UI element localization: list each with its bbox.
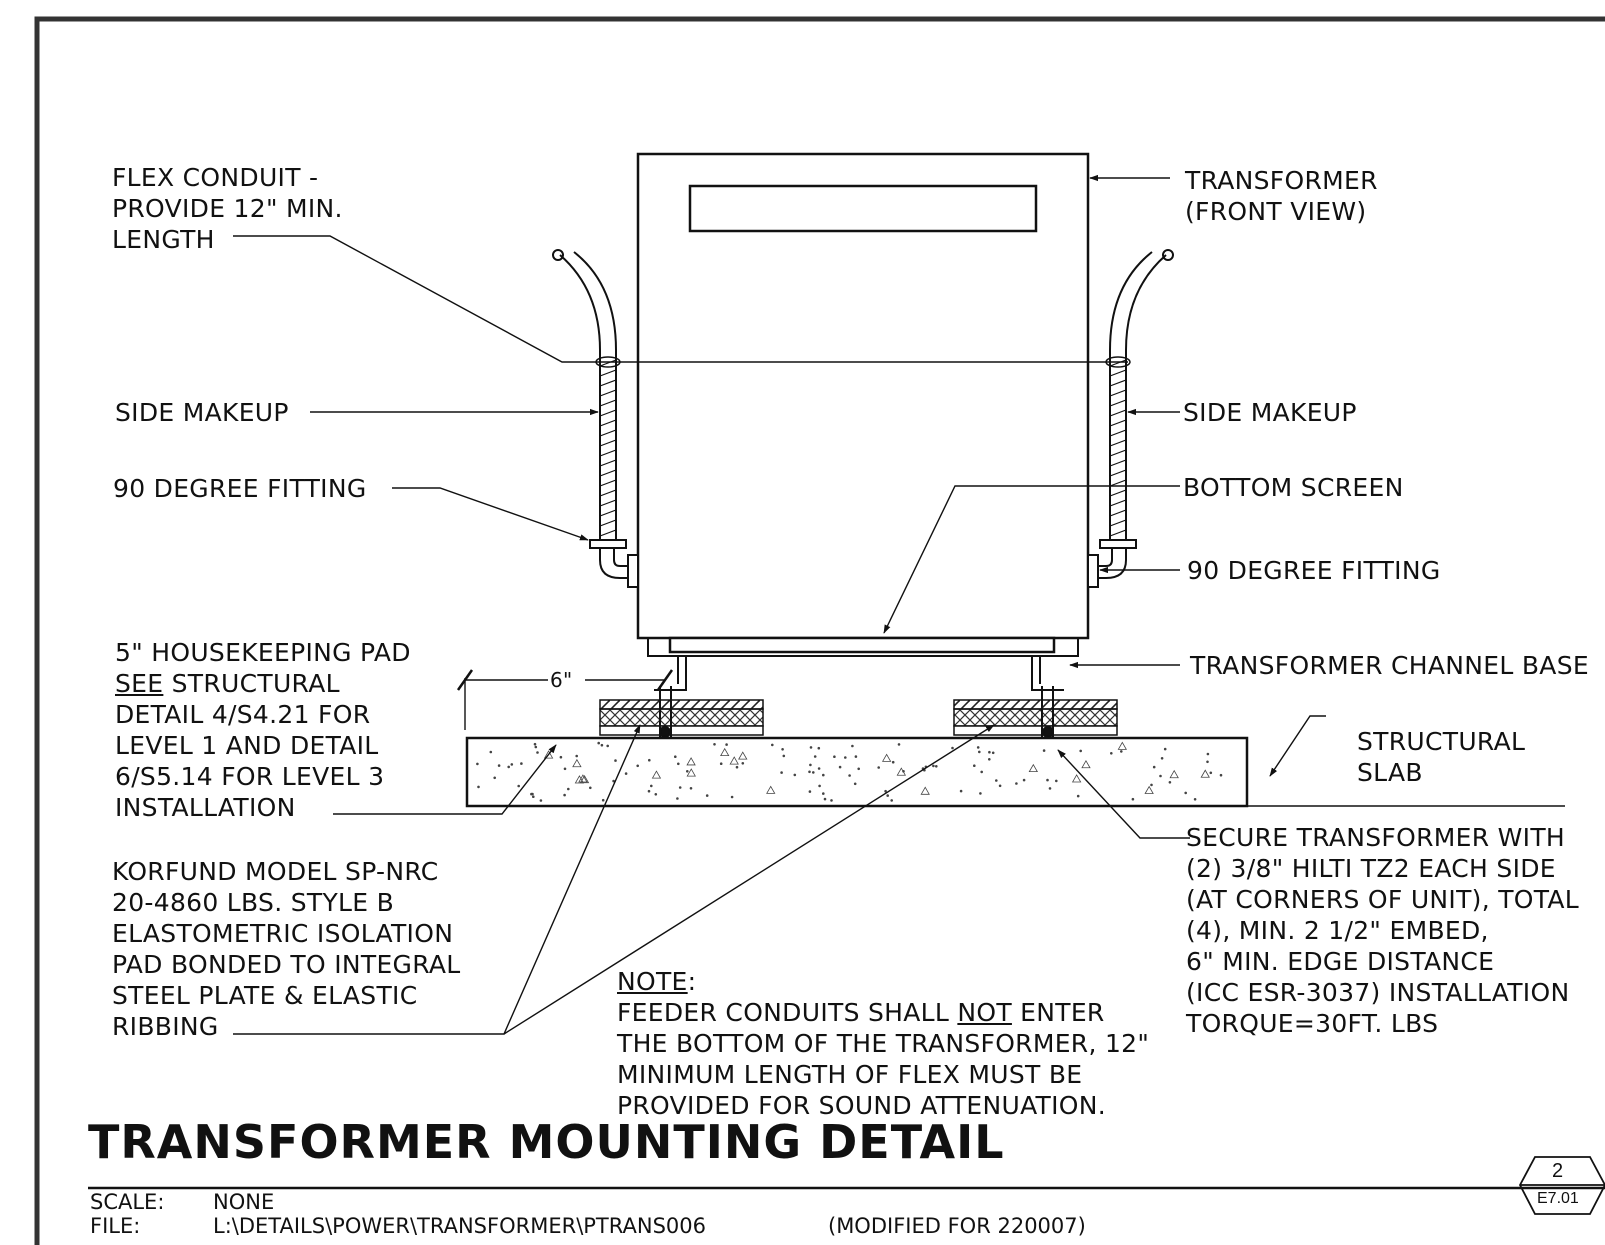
concrete-slab: [465, 736, 1565, 808]
bottom-screen-label: BOTTOM SCREEN: [1183, 473, 1404, 502]
transformer-body: [636, 152, 1090, 657]
dimension-6in: [456, 669, 674, 730]
side-makeup-right-label: SIDE MAKEUP: [1183, 398, 1357, 427]
side-makeup-left-label: SIDE MAKEUP: [115, 398, 289, 427]
channel-base-label: TRANSFORMER CHANNEL BASE: [1190, 651, 1589, 680]
scale-value: NONE: [213, 1190, 275, 1214]
secure-transformer-label: SECURE TRANSFORMER WITH (2) 3/8" HILTI T…: [1186, 823, 1580, 1038]
scale-label: SCALE:: [90, 1190, 165, 1214]
note-block: NOTE: FEEDER CONDUITS SHALL NOT ENTER TH…: [617, 967, 1150, 1120]
dimension-label: 6": [550, 668, 573, 692]
sheet-reference-symbol: [1518, 1156, 1605, 1215]
channel-base: [654, 656, 1064, 691]
fitting-right-label: 90 DEGREE FITTING: [1187, 556, 1441, 585]
nameplate: [688, 184, 1038, 233]
detail-number: 2: [1552, 1160, 1564, 1182]
fitting-left-label: 90 DEGREE FITTING: [113, 474, 367, 503]
file-value: L:\DETAILS\POWER\TRANSFORMER\PTRANS006: [213, 1214, 706, 1238]
flex-conduit-label: FLEX CONDUIT - PROVIDE 12" MIN. LENGTH: [112, 163, 343, 254]
sheet-number: E7.01: [1537, 1190, 1579, 1207]
transformer-label: TRANSFORMER (FRONT VIEW): [1185, 166, 1378, 226]
isolation-pads: [599, 699, 1118, 736]
file-label: FILE:: [90, 1214, 141, 1238]
modified-note: (MODIFIED FOR 220007): [828, 1214, 1086, 1238]
bottom-screen: [668, 636, 1056, 654]
leader-lines: [233, 174, 1326, 1035]
structural-slab-label: STRUCTURAL SLAB: [1357, 727, 1526, 787]
flex-conduit-right: [1087, 249, 1174, 588]
drawing-title: TRANSFORMER MOUNTING DETAIL: [88, 1115, 1005, 1169]
korfund-pad-label: KORFUND MODEL SP-NRC 20-4860 LBS. STYLE …: [112, 857, 461, 1041]
flex-conduit-left: [552, 249, 639, 588]
housekeeping-pad-label: 5" HOUSEKEEPING PAD SEE STRUCTURAL DETAI…: [115, 638, 411, 822]
sheet-border: [34, 16, 1605, 1245]
